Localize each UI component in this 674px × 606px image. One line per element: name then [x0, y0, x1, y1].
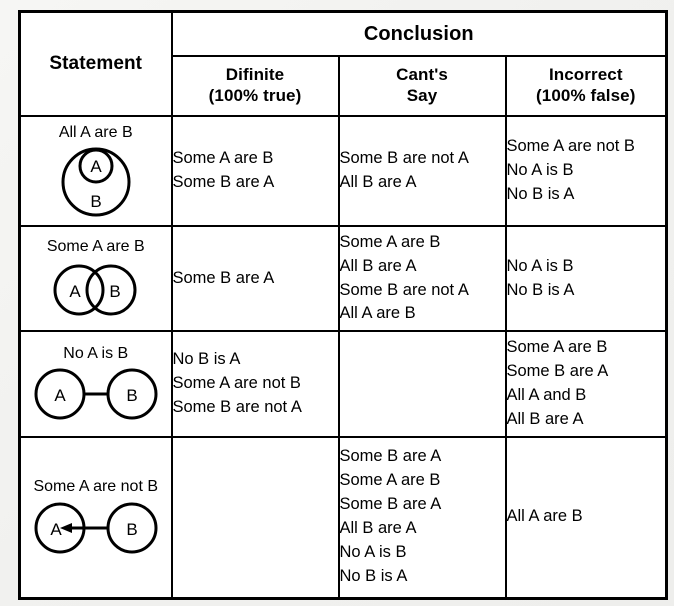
conclusion-item: All A are B: [339, 304, 416, 323]
venn-label-a: A: [50, 520, 62, 539]
cant-say-cell: Some B are A Some A are B Some B are A A…: [337, 436, 507, 599]
venn-label-a: A: [54, 386, 66, 405]
conclusion-item: Some B are not A: [339, 280, 469, 299]
definite-cell: [170, 436, 340, 599]
table-header-row-top: Statement Conclusion: [18, 10, 668, 117]
conclusion-item: Some B are not A: [172, 397, 302, 416]
cant-say-cell: Some B are not A All B are A: [337, 115, 507, 227]
table-row: All A are B A B Some A are B Some B are …: [18, 115, 668, 227]
conclusion-item: Some B are A: [172, 268, 275, 287]
conclusion-item: Some A are B: [172, 149, 274, 168]
header-statement: Statement: [18, 10, 173, 117]
conclusion-item: Some A are B: [506, 338, 608, 357]
conclusion-item: No A is B: [339, 543, 407, 562]
statement-label: No A is B: [63, 344, 129, 362]
statement-cell-no-a-is-b: No A is B A B: [18, 330, 173, 438]
header-incorrect-line1: Incorrect: [548, 65, 623, 85]
conclusion-item: All A are B: [506, 507, 583, 526]
conclusion-item: All B are A: [339, 173, 417, 191]
venn-label-b: B: [126, 520, 137, 539]
statement-label: Some A are B: [46, 238, 145, 256]
conclusion-item: Some A are not B: [506, 137, 635, 156]
table-row: No A is B A B No B is A Some A are not B: [18, 330, 668, 438]
conclusion-item: Some A are B: [339, 232, 441, 251]
cant-say-cell: [337, 330, 507, 438]
incorrect-cell: Some A are not B No A is B No B is A: [504, 115, 668, 227]
incorrect-cell: No A is B No B is A: [504, 225, 668, 332]
conclusion-item: All A and B: [506, 386, 587, 404]
conclusion-item: Some A are B: [339, 471, 441, 490]
header-cantsay-line1: Cant's: [396, 65, 448, 85]
incorrect-cell: Some A are B Some B are A All A and B Al…: [504, 330, 668, 438]
venn-diagram-a-inside-b: A B: [21, 144, 171, 218]
header-incorrect-line2: (100% false): [536, 86, 636, 105]
definite-cell: No B is A Some A are not B Some B are no…: [170, 330, 340, 438]
conclusion-item: No B is A: [506, 184, 575, 203]
header-conclusion: Conclusion: [170, 10, 668, 57]
statement-cell-some-a-are-b: Some A are B A B: [18, 225, 173, 332]
header-column-definite: Difinite (100% true): [170, 55, 340, 117]
statement-label: All A are B: [58, 123, 133, 141]
venn-diagram-a-separate-b-line: A B: [21, 365, 171, 423]
venn-label-b: B: [109, 282, 120, 301]
cant-say-cell: Some A are B All B are A Some B are not …: [337, 225, 507, 332]
conclusion-item: Some A are not B: [172, 374, 301, 393]
conclusion-item: No B is A: [506, 280, 575, 299]
conclusion-item: Some B are A: [339, 495, 442, 514]
conclusion-item: No A is B: [506, 161, 574, 180]
header-definite-line1: Difinite: [225, 65, 285, 85]
conclusion-item: No B is A: [172, 350, 241, 369]
incorrect-cell: All A are B: [504, 436, 668, 599]
table-row: Some A are not B A B Some B: [18, 436, 668, 599]
definite-cell: Some B are A: [170, 225, 340, 332]
conclusion-item: All B are A: [506, 409, 584, 428]
header-definite-line2: (100% true): [208, 86, 302, 105]
conclusion-item: No B is A: [339, 567, 408, 586]
definite-cell: Some A are B Some B are A: [170, 115, 340, 227]
conclusion-item: No A is B: [506, 256, 574, 275]
conclusion-item: Some B are A: [172, 173, 275, 191]
conclusion-item: All B are A: [339, 519, 417, 538]
header-column-incorrect: Incorrect (100% false): [504, 55, 668, 117]
table-row: Some A are B A B Some B are A Some A a: [18, 225, 668, 332]
venn-diagram-a-separate-b-arrow: A B: [21, 499, 171, 557]
conclusion-item: Some B are A: [506, 362, 609, 381]
venn-label-a: A: [90, 157, 102, 176]
statement-cell-some-a-are-not-b: Some A are not B A B: [18, 436, 173, 599]
table-header-row-sub: Difinite (100% true) Cant's Say Incorrec…: [20, 55, 668, 117]
conclusion-item: Some B are not A: [339, 149, 469, 168]
conclusion-item: All B are A: [339, 256, 417, 275]
venn-diagram-a-overlaps-b: A B: [21, 259, 171, 319]
venn-label-b: B: [126, 386, 137, 405]
statement-cell-all-a-are-b: All A are B A B: [18, 115, 173, 227]
venn-label-a: A: [69, 282, 81, 301]
venn-label-b: B: [90, 192, 101, 211]
header-cantsay-line2: Say: [406, 86, 438, 105]
header-column-cant-say: Cant's Say: [337, 55, 507, 117]
syllogism-conclusion-table: Statement Conclusion Difinite (100% true…: [18, 10, 669, 600]
statement-label: Some A are not B: [33, 477, 159, 495]
conclusion-item: Some B are A: [339, 447, 442, 466]
